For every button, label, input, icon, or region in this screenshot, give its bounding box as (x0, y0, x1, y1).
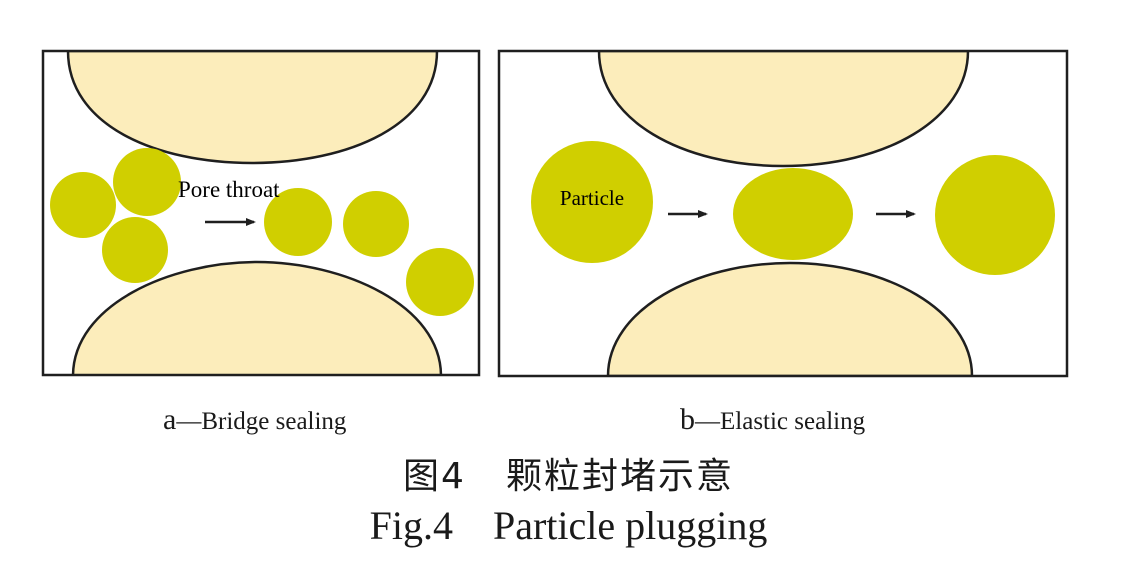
particle (50, 172, 116, 238)
panel-a-letter: a (163, 403, 177, 436)
particle (102, 217, 168, 283)
particle (406, 248, 474, 316)
panel-a-caption-text: Bridge sealing (201, 408, 347, 435)
particle-deformed (733, 168, 853, 260)
pore-grain-top (66, 51, 439, 165)
particle (264, 188, 332, 256)
panel-b-caption-text: Elastic sealing (720, 408, 866, 435)
particle (531, 141, 653, 263)
pore-grain-bottom (606, 261, 974, 376)
particle (113, 148, 181, 216)
figure-title-en: Particle plugging (492, 503, 768, 548)
particle (935, 155, 1055, 275)
pore-grain-top (597, 51, 970, 168)
panel-b-frame (497, 49, 1069, 378)
panel-a-frame (41, 49, 481, 377)
panel-b-elastic-sealing: Particle (497, 49, 1069, 378)
figure-number-cn: 图4 (403, 456, 466, 497)
panel-a-dash: — (176, 408, 202, 435)
particle-plugging-diagram: Pore throat Particle (41, 49, 1069, 378)
panel-a-bridge-sealing: Pore throat (41, 49, 481, 377)
figure-title-cn: 颗粒封堵示意 (505, 456, 734, 497)
panel-a-caption: a—Bridge sealing (163, 403, 346, 437)
panel-b-caption: b—Elastic sealing (680, 403, 865, 437)
figure-caption-english: Fig.4 Particle plugging (0, 502, 1137, 549)
figure-number-en: Fig.4 (369, 503, 453, 548)
panel-b-dash: — (695, 408, 720, 435)
particle (343, 191, 409, 257)
pore-throat-label: Pore throat (178, 177, 280, 202)
pore-grain-bottom (71, 260, 443, 375)
figure-caption-chinese: 图4 颗粒封堵示意 (0, 447, 1137, 499)
particle-label: Particle (560, 186, 624, 210)
panel-b-letter: b (680, 403, 695, 436)
